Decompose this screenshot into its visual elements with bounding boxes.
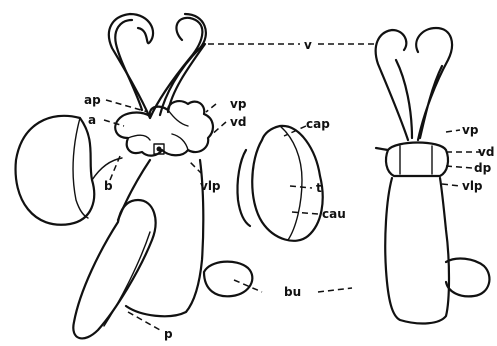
left-bulb [204, 262, 252, 297]
right-junction-tick [376, 148, 388, 150]
label-dp: dp [474, 161, 492, 175]
label-vp-left: vp [230, 97, 247, 111]
labels: v ap a vp vd cap b vlp t cau bu p vp vd … [84, 38, 494, 341]
label-b: b [104, 179, 113, 193]
right-specimen [376, 28, 490, 323]
right-trunk [385, 178, 449, 323]
label-v: v [304, 38, 312, 52]
right-v-loop [376, 28, 452, 140]
left-body [118, 160, 203, 316]
right-bulb [446, 259, 489, 297]
left-pendant-lobe [73, 200, 155, 338]
leader-vlp-right [442, 184, 460, 186]
label-ap: ap [84, 93, 101, 107]
label-cap: cap [306, 117, 330, 131]
leader-bu-right [318, 288, 352, 292]
label-a: a [88, 113, 96, 127]
left-lateral-lobe [16, 116, 95, 225]
leader-vp-left [206, 104, 216, 112]
left-right-lobe-outer [237, 150, 250, 226]
leader-t [290, 186, 312, 188]
right-junction-divisions [400, 146, 432, 174]
left-center-dot [157, 147, 162, 152]
leader-a [104, 120, 124, 126]
left-right-lobe-inner [280, 126, 302, 240]
label-p: p [164, 327, 173, 341]
label-vd-left: vd [230, 115, 246, 129]
leader-vp-right [446, 130, 460, 132]
label-cau: cau [322, 207, 346, 221]
leader-dp [446, 166, 472, 168]
left-pendant-inner [104, 232, 150, 326]
right-junction [386, 143, 448, 177]
left-lateral-lobe-inner [73, 118, 88, 218]
label-t: t [316, 181, 322, 195]
label-vlp-left: vlp [200, 179, 221, 193]
label-vlp-right: vlp [462, 179, 483, 193]
label-vp-right: vp [462, 123, 479, 137]
label-vd-right: vd [478, 145, 494, 159]
left-v-inner-left [115, 20, 142, 110]
left-specimen [16, 14, 323, 338]
left-right-lobe [252, 126, 322, 241]
leader-cau [292, 212, 318, 214]
label-bu: bu [284, 285, 301, 299]
